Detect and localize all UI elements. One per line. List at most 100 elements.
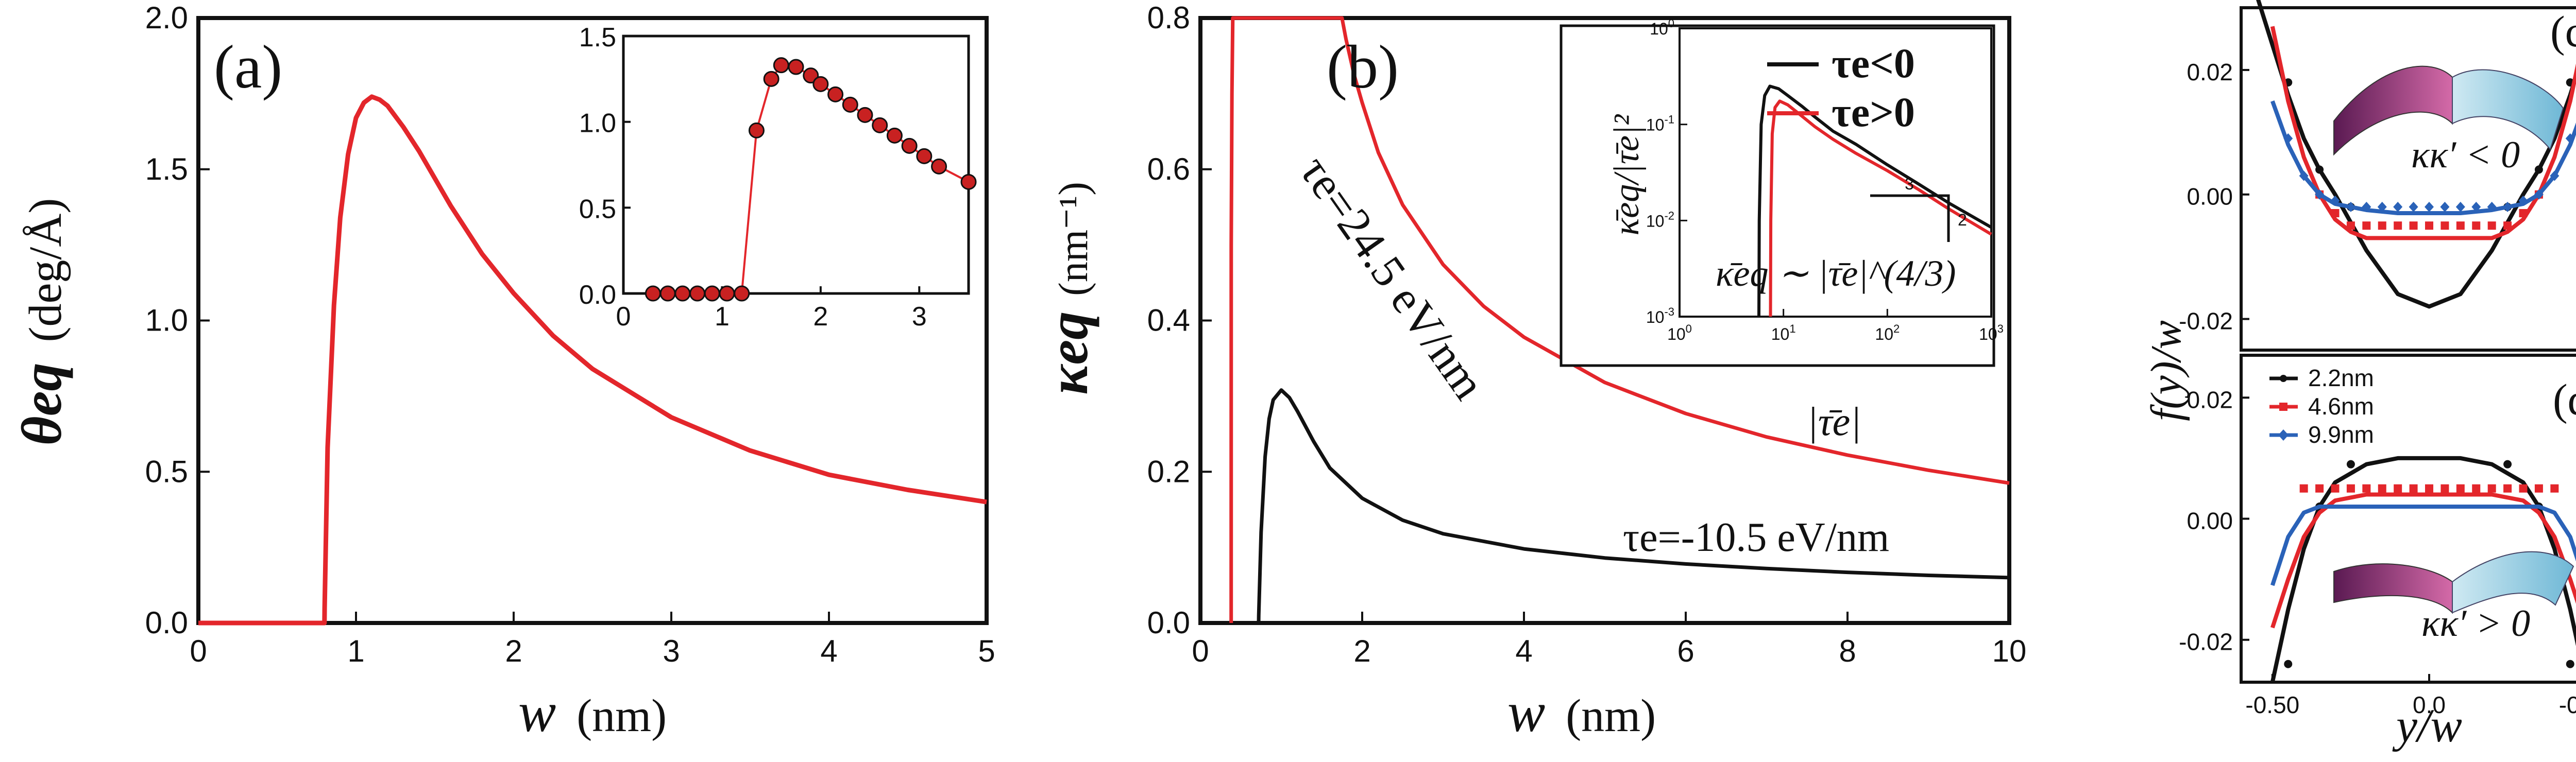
c-point-blue (2299, 170, 2309, 181)
legend-marker-2.2nm (2280, 375, 2287, 382)
c-point-blue (2393, 201, 2403, 212)
panel-b-ylabel: κeq(nm⁻¹) (1037, 182, 1099, 395)
inset-b-annotation: κ̄eq ∼ |τ̄e|^(4/3) (1716, 253, 1956, 294)
legend-label-9.9nm: 9.9nm (2308, 421, 2374, 448)
panel-d-annotation: κκ′ > 0 (2421, 602, 2530, 645)
c-point-red (2362, 221, 2371, 230)
d-point-black (2284, 660, 2293, 668)
legend-label-tau-neg: τe<0 (1832, 40, 1915, 86)
inset-a-ytick-label: 1.5 (579, 23, 616, 53)
b-ytick-label: 0.4 (1147, 303, 1190, 338)
panel-c-annotation: κκ′ < 0 (2411, 134, 2520, 176)
inset-a-xtick-label: 3 (912, 302, 927, 332)
inset-b-xlabel: |τ̄e| (1807, 399, 1861, 444)
c-point-blue (2346, 201, 2355, 212)
inset-b-series-tau-pos (1769, 99, 1992, 317)
c-ytick-label: -0.02 (2179, 308, 2233, 335)
annotation-tau-negative: τe=-10.5 eV/nm (1623, 515, 1889, 560)
panel-cd-xlabel: y/w (2392, 699, 2462, 752)
c-point-red (2331, 209, 2340, 217)
a-ytick-label: 0.0 (145, 605, 188, 640)
inset-a-point (812, 76, 829, 92)
c-point-blue (2425, 201, 2434, 212)
c-point-blue (2503, 201, 2513, 212)
c-curve-black (2256, 0, 2576, 309)
inset-b-plotarea (1679, 27, 1992, 318)
d-point-red (2550, 484, 2559, 493)
a-ytick-label: 2.0 (145, 1, 188, 35)
c-point-blue (2440, 201, 2450, 212)
c-point-blue (2362, 201, 2371, 212)
a-xtick-label: 2 (505, 634, 522, 668)
inset-a-frame (622, 34, 970, 295)
svg-text:f(y)/w: f(y)/w (2142, 320, 2190, 421)
c-point-blue (2565, 133, 2575, 144)
inset-a-point (748, 122, 765, 138)
b-xtick-label: 10 (1992, 634, 2027, 668)
c-point-blue (2550, 170, 2560, 181)
c-point-blue (2409, 201, 2418, 212)
c-point-blue (2315, 189, 2325, 200)
a-xtick-label: 4 (820, 634, 837, 668)
d-curve-red (2270, 492, 2576, 629)
d-point-red (2425, 484, 2433, 493)
inset-a-point (803, 67, 819, 84)
c-point-blue (2330, 195, 2340, 206)
c-point-black (2315, 165, 2324, 174)
series-theta-eq (198, 94, 987, 626)
c-point-red (2487, 221, 2496, 230)
inset-b-xtick-exp: 2 (1893, 322, 1900, 335)
inset-a-point (645, 285, 661, 302)
series-tau-negative (1257, 388, 2010, 624)
d-ytick-label: 0.02 (2187, 386, 2233, 413)
a-xtick-label: 1 (347, 634, 364, 668)
inset-b-ylabel: κ̄eq/|τ̄e|² (1607, 114, 1647, 236)
inset-a-point (857, 107, 873, 123)
inset-b-xtick-exp: 0 (1686, 322, 1692, 335)
c-point-blue (2455, 201, 2465, 212)
legend-marker-4.6nm (2279, 403, 2287, 411)
b-xtick-label: 0 (1192, 634, 1209, 668)
legend-label-4.6nm: 4.6nm (2308, 393, 2374, 420)
d-point-red (2394, 484, 2402, 493)
d-point-black (2346, 460, 2355, 469)
panel-a-letter: (a) (214, 32, 282, 101)
inset-b-ytick-exp: 0 (1668, 17, 1674, 30)
c-point-red (2503, 221, 2512, 230)
b-ytick-label: 0.0 (1147, 605, 1190, 640)
d-point-red (2456, 484, 2465, 493)
inset-b-ytick-exp: -2 (1664, 209, 1674, 222)
inset-a-point (842, 96, 858, 113)
inset-a-point (960, 174, 977, 190)
panel-d-legend: 2.2nm 4.6nm 9.9nm (2269, 365, 2374, 448)
d-point-red (2346, 484, 2355, 493)
d-point-red (2534, 484, 2543, 493)
b-ytick-label: 0.8 (1147, 1, 1190, 35)
a-xtick-label: 5 (978, 634, 995, 668)
panel-b-letter: (b) (1327, 32, 1399, 101)
ylabel-unit: (deg/Å) (20, 198, 71, 342)
c-curve-red (2270, 26, 2576, 240)
d-xtick-label: 0.0 (2413, 691, 2446, 718)
c-point-blue (2534, 189, 2544, 200)
a-ytick-label: 1.5 (145, 152, 188, 186)
inset-a-xtick-label: 1 (715, 302, 730, 332)
c-point-blue (2487, 201, 2497, 212)
c-curve-blue (2270, 100, 2576, 215)
c-ytick-label: 0.00 (2187, 183, 2233, 210)
a-xtick-label: 3 (663, 634, 680, 668)
svg-text:κ̄eq/|τ̄e|²: κ̄eq/|τ̄e|² (1607, 114, 1647, 236)
c-point-red (2378, 221, 2386, 230)
c-point-red (2456, 221, 2465, 230)
inset-a-point (827, 86, 844, 102)
inset-a-ytick-label: 0.5 (579, 194, 616, 224)
d-point-red (2503, 484, 2512, 493)
d-curve-black (2270, 456, 2576, 683)
d-point-red (2409, 484, 2418, 493)
d-point-red (2441, 484, 2449, 493)
inset-a-point (931, 158, 947, 175)
d-point-red (2362, 484, 2371, 493)
